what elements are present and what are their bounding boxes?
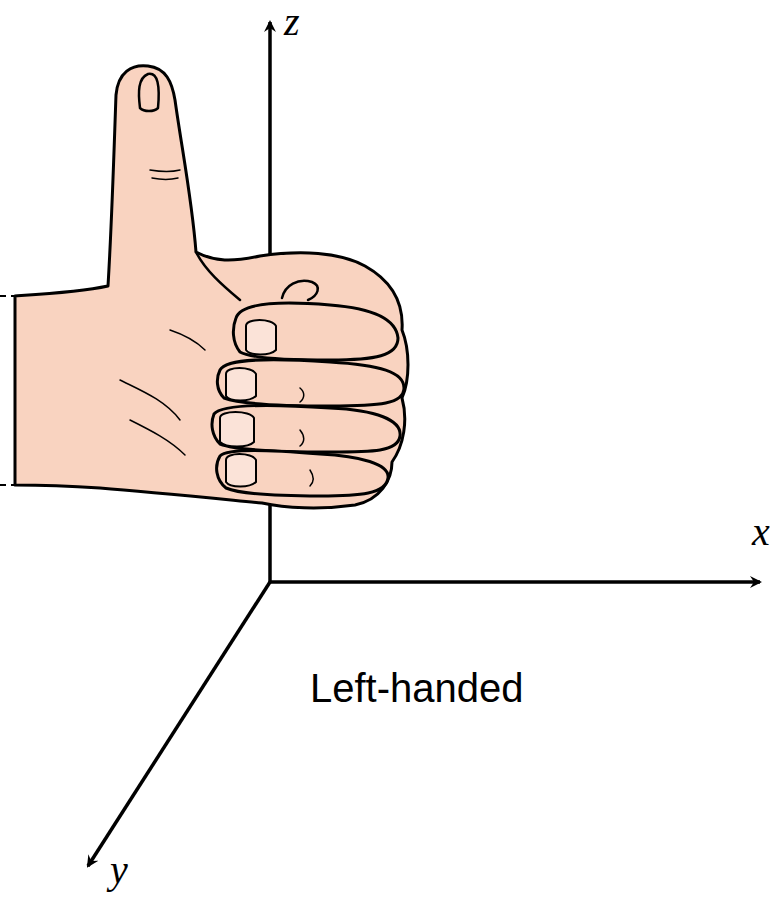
x-axis bbox=[270, 580, 760, 584]
axis-label: x bbox=[752, 512, 770, 552]
arm-cut bbox=[0, 296, 15, 485]
axis-label: z bbox=[284, 2, 300, 42]
axis-label: y bbox=[110, 850, 128, 890]
hand-illustration bbox=[15, 66, 408, 508]
y-axis bbox=[88, 582, 270, 866]
handedness-caption: Left-handed bbox=[310, 668, 524, 708]
